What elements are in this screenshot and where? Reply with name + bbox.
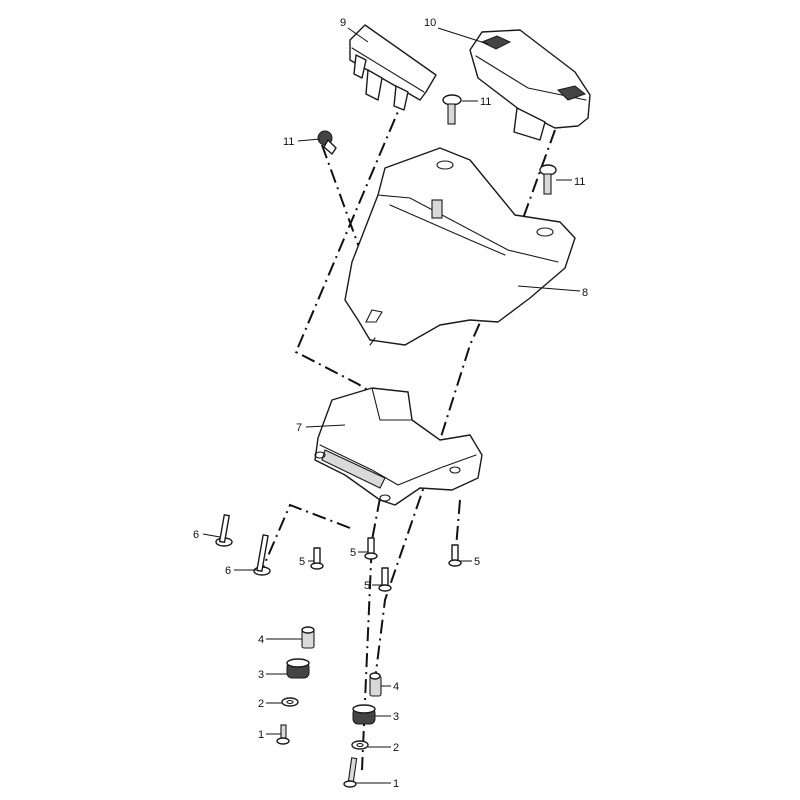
callout-10: 10 — [424, 17, 436, 29]
callout-11-top-center: 11 — [480, 96, 491, 108]
callout-3-right: 3 — [393, 711, 399, 723]
part-5-screw-a — [310, 547, 324, 570]
callout-2-left: 2 — [258, 698, 264, 710]
callout-5-c: 5 — [364, 580, 370, 592]
part-7-lower-bracket — [314, 387, 483, 506]
part-5-screw-b — [364, 537, 378, 560]
part-2-washer-right — [351, 740, 369, 750]
part-5-screw-c — [378, 567, 392, 592]
leader-lines — [202, 27, 581, 784]
part-6-bolt-lower — [253, 534, 271, 576]
part-4-collar-right — [369, 672, 382, 697]
part-5-screw-d — [448, 544, 462, 567]
part-11-screw-left — [317, 130, 337, 155]
callout-5-d: 5 — [474, 556, 480, 568]
part-11-screw-top-center — [442, 94, 462, 125]
part-1-bolt-left — [276, 724, 290, 745]
part-11-screw-right — [539, 164, 557, 195]
callout-4-right: 4 — [393, 681, 399, 693]
callout-5-a: 5 — [299, 556, 305, 568]
callout-6-upper: 6 — [193, 529, 199, 541]
callout-9: 9 — [340, 17, 346, 29]
callout-1-right: 1 — [393, 778, 399, 790]
callout-2-right: 2 — [393, 742, 399, 754]
part-2-washer-left — [281, 697, 299, 707]
callout-3-left: 3 — [258, 669, 264, 681]
callout-11-right: 11 — [574, 176, 585, 188]
part-3-grommet-right — [352, 704, 376, 725]
callout-labels: 9 10 11 11 11 8 7 6 6 5 5 5 5 4 3 2 1 4 … — [193, 17, 588, 790]
part-3-grommet-left — [286, 658, 310, 679]
part-1-bolt-right — [343, 757, 358, 788]
callout-5-b: 5 — [350, 547, 356, 559]
callout-8: 8 — [582, 287, 588, 299]
part-6-bolt-upper — [215, 514, 233, 547]
callout-11-left: 11 — [283, 136, 294, 148]
callout-7: 7 — [296, 422, 302, 434]
part-4-collar-left — [301, 626, 315, 649]
callout-6-lower: 6 — [225, 565, 231, 577]
part-10-meter-pod — [469, 29, 591, 141]
part-8-bracket-cover — [344, 147, 576, 346]
callout-1-left: 1 — [258, 729, 264, 741]
part-9-small-meter — [349, 24, 437, 111]
callout-4-left: 4 — [258, 634, 264, 646]
